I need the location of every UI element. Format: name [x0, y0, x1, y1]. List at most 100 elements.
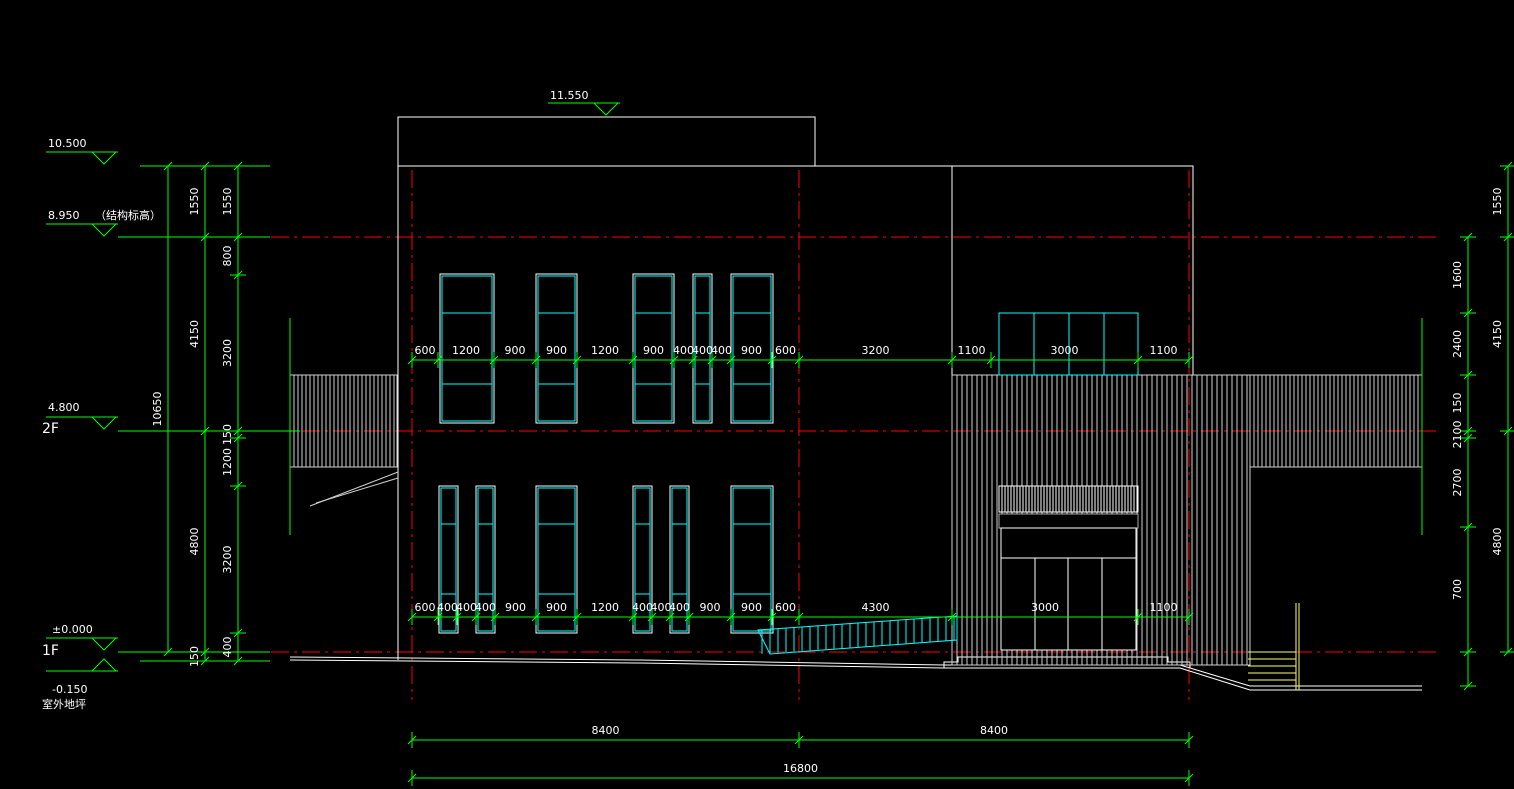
dim-label: 1200 [221, 448, 234, 476]
dim-label: 400 [475, 601, 496, 614]
window-glass [634, 275, 673, 422]
dim-tick [1463, 308, 1473, 318]
dim-tick [947, 355, 957, 365]
dim-tick [1503, 647, 1513, 657]
dim-tick [794, 355, 804, 365]
dim-tick [647, 612, 657, 622]
main-volume [397, 165, 1194, 660]
dim-tick [1503, 426, 1513, 436]
dim-label: 3200 [862, 344, 890, 357]
dim-tick [233, 426, 243, 436]
dim-tick [1463, 522, 1473, 532]
dim-label: 16800 [783, 762, 818, 775]
dim-label: 900 [505, 344, 526, 357]
dim-label: 1100 [1150, 601, 1178, 614]
dim-label: 8400 [592, 724, 620, 737]
entrance-canopy-edge [998, 513, 1139, 529]
dim-tick [489, 355, 499, 365]
dim-tick [407, 355, 417, 365]
dim-label: 400 [221, 637, 234, 658]
dim-label: 2400 [1451, 330, 1464, 358]
ramp [757, 615, 958, 655]
dim-label: 8400 [980, 724, 1008, 737]
dim-tick [452, 612, 462, 622]
dim-tick [1463, 647, 1473, 657]
main-entrance [998, 312, 1139, 651]
dim-label: 3000 [1051, 344, 1079, 357]
dim-tick [684, 612, 694, 622]
windows [438, 273, 774, 634]
dim-label: 400 [711, 344, 732, 357]
entrance-steps [943, 656, 1191, 668]
window-glass [441, 275, 493, 422]
dim-tick [1463, 232, 1473, 242]
dim-label: 150 [188, 646, 201, 667]
dim-label: 900 [741, 601, 762, 614]
dim-label: 900 [546, 601, 567, 614]
dim-tick [572, 355, 582, 365]
upper-window [439, 273, 495, 424]
dim-tick [688, 355, 698, 365]
dim-label: 600 [415, 601, 436, 614]
dim-label: 900 [700, 601, 721, 614]
dim-tick [628, 612, 638, 622]
dim-tick [1184, 612, 1194, 622]
ramp-railing [761, 616, 955, 654]
dim-tick [471, 612, 481, 622]
window-glass [537, 275, 576, 422]
dim-label: 1200 [452, 344, 480, 357]
dim-label: 3200 [221, 339, 234, 367]
dim-label: 1550 [221, 188, 234, 216]
dim-tick [200, 161, 210, 171]
dim-tick [1184, 355, 1194, 365]
window-glass [732, 487, 772, 632]
dim-tick [1463, 370, 1473, 380]
dim-label: 700 [1451, 579, 1464, 600]
entrance-canopy-hatch [1001, 486, 1138, 512]
dim-label: 400 [669, 601, 690, 614]
upper-window [632, 273, 675, 424]
level-2f-tag: 2F [42, 421, 59, 437]
dim-tick [1133, 355, 1143, 365]
dim-label: 1550 [188, 188, 201, 216]
dim-tick [794, 735, 804, 745]
lower-window [730, 485, 774, 634]
level-labels: 11.550 10.500 8.950 （结构标高） 4.800 2F ±0.0… [42, 89, 589, 711]
dim-label: 400 [692, 344, 713, 357]
dim-label: 10650 [151, 392, 164, 427]
dim-label: 400 [437, 601, 458, 614]
dim-tick [233, 433, 243, 443]
window-glass [537, 487, 576, 632]
dim-tick [200, 426, 210, 436]
dim-tick [669, 355, 679, 365]
right-canopy-hatch [1253, 375, 1419, 467]
dim-label: 600 [415, 344, 436, 357]
dim-tick [233, 232, 243, 242]
dim-tick [986, 355, 996, 365]
dim-label: 400 [632, 601, 653, 614]
dim-label: 600 [775, 344, 796, 357]
dim-label: 4800 [188, 528, 201, 556]
dim-tick [726, 355, 736, 365]
lower-window [535, 485, 578, 634]
lower-window [475, 485, 496, 634]
dim-label: 600 [775, 601, 796, 614]
dim-tick [233, 161, 243, 171]
dim-tick [1463, 681, 1473, 691]
dim-tick [1184, 773, 1194, 783]
dim-label: 900 [546, 344, 567, 357]
dim-tick [233, 481, 243, 491]
level-structure-note: （结构标高） [95, 208, 161, 222]
ground-line [289, 659, 1422, 691]
dim-label: 150 [221, 424, 234, 445]
dim-label: 3000 [1031, 601, 1059, 614]
dim-label: 1100 [1150, 344, 1178, 357]
level-1f-tag: 1F [42, 643, 59, 659]
dim-label: 900 [741, 344, 762, 357]
dim-label: 3200 [221, 546, 234, 574]
dim-tick [707, 355, 717, 365]
level-structure-roof: 8.950 [48, 209, 80, 222]
dim-tick [200, 232, 210, 242]
